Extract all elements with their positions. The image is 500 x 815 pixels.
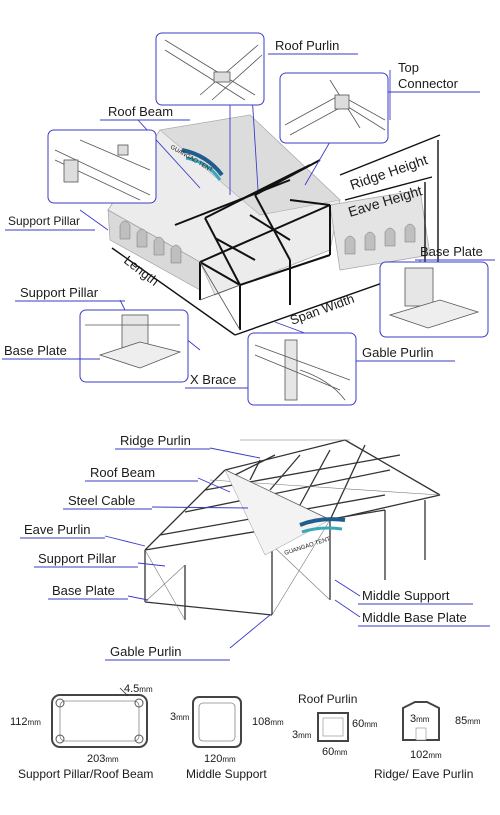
label-gable-purlin-top: Gable Purlin	[362, 345, 434, 360]
svg-text:102mm: 102mm	[410, 749, 442, 761]
label-roof-purlin: Roof Purlin	[275, 38, 339, 53]
profile-4-height: 85	[455, 715, 467, 727]
profile-3-wall: 3	[292, 729, 298, 741]
profile-1-height-unit: mm	[28, 718, 42, 727]
profile-3-wall-unit: mm	[298, 731, 312, 740]
label-top-connector-1: Top	[398, 60, 419, 75]
svg-text:60mm: 60mm	[352, 718, 378, 730]
label-support-pillar-b: Support Pillar	[20, 285, 99, 300]
profile-2-caption: Middle Support	[186, 767, 267, 781]
profile-2-width: 120	[204, 753, 222, 765]
profile-3-height: 60	[352, 718, 364, 730]
profile-1-caption: Support Pillar/Roof Beam	[18, 767, 153, 781]
inset-base-plate-left	[79, 309, 189, 383]
profile-ridge-eave-purlin: 3mm 85mm 102mm Ridge/ Eave Purlin	[374, 701, 481, 781]
svg-text:3mm: 3mm	[170, 711, 190, 723]
inset-roof-purlin	[155, 32, 265, 106]
label-support-pillar-a: Support Pillar	[8, 214, 80, 228]
profile-3-width: 60	[322, 746, 334, 758]
profile-3-caption: Roof Purlin	[298, 692, 357, 706]
label-span-width: Span Width	[288, 291, 356, 328]
svg-text:108mm: 108mm	[252, 716, 284, 728]
profile-4-width: 102	[410, 749, 428, 761]
label-top-connector-2: Connector	[398, 76, 459, 91]
profile-4-wall: 3	[410, 713, 416, 725]
label-middle-base-plate: Middle Base Plate	[362, 610, 467, 625]
profile-1-wall: 4.5	[124, 683, 139, 695]
profile-2-height-unit: mm	[270, 718, 284, 727]
label-support-pillar-bottom: Support Pillar	[38, 551, 117, 566]
svg-text:60mm: 60mm	[322, 746, 348, 758]
profile-roof-purlin: Roof Purlin 3mm 60mm 60mm	[292, 692, 378, 758]
profile-support-pillar: 4.5mm 112mm 203mm Support Pillar/Roof Be…	[10, 683, 153, 781]
label-base-plate-left: Base Plate	[4, 343, 67, 358]
svg-text:112mm: 112mm	[10, 716, 41, 728]
inset-roof-beam	[47, 129, 157, 204]
label-eave-purlin: Eave Purlin	[24, 522, 90, 537]
profile-4-width-unit: mm	[428, 751, 442, 760]
profile-2-wall: 3	[170, 711, 176, 723]
label-base-plate-bottom: Base Plate	[52, 583, 115, 598]
label-middle-support: Middle Support	[362, 588, 450, 603]
label-gable-purlin-bottom: Gable Purlin	[110, 644, 182, 659]
svg-text:3mm: 3mm	[292, 729, 312, 741]
profile-1-wall-unit: mm	[139, 685, 153, 694]
label-steel-cable: Steel Cable	[68, 493, 135, 508]
profile-1-width-unit: mm	[105, 755, 119, 764]
svg-text:203mm: 203mm	[87, 753, 119, 765]
profile-2-height: 108	[252, 716, 270, 728]
profile-1-height: 112	[10, 716, 28, 728]
profile-4-height-unit: mm	[467, 717, 481, 726]
profile-3-width-unit: mm	[334, 748, 348, 757]
profile-1-width: 203	[87, 753, 105, 765]
inset-gable-purlin	[247, 332, 357, 406]
frame-illustration: GUANGAO TENT	[144, 439, 441, 621]
profile-4-caption: Ridge/ Eave Purlin	[374, 767, 473, 781]
svg-text:120mm: 120mm	[204, 753, 236, 765]
inset-base-plate-right	[379, 261, 489, 338]
profile-middle-support: 3mm 108mm 120mm Middle Support	[170, 696, 284, 781]
bottom-labels: Ridge Purlin Roof Beam Steel Cable Eave …	[20, 433, 490, 661]
svg-text:4.5mm: 4.5mm	[124, 683, 153, 695]
label-x-brace: X Brace	[190, 372, 236, 387]
profile-2-wall-unit: mm	[176, 713, 190, 722]
label-roof-beam-bottom: Roof Beam	[90, 465, 155, 480]
svg-text:3mm: 3mm	[410, 713, 430, 725]
svg-text:85mm: 85mm	[455, 715, 481, 727]
profile-4-wall-unit: mm	[416, 715, 430, 724]
label-roof-beam: Roof Beam	[108, 104, 173, 119]
label-base-plate-right: Base Plate	[420, 244, 483, 259]
tent-illustration-top: GUANGAO TENT	[107, 114, 441, 336]
profile-3-height-unit: mm	[364, 720, 378, 729]
profile-2-width-unit: mm	[222, 755, 236, 764]
inset-top-connector	[279, 72, 389, 144]
label-ridge-purlin: Ridge Purlin	[120, 433, 191, 448]
